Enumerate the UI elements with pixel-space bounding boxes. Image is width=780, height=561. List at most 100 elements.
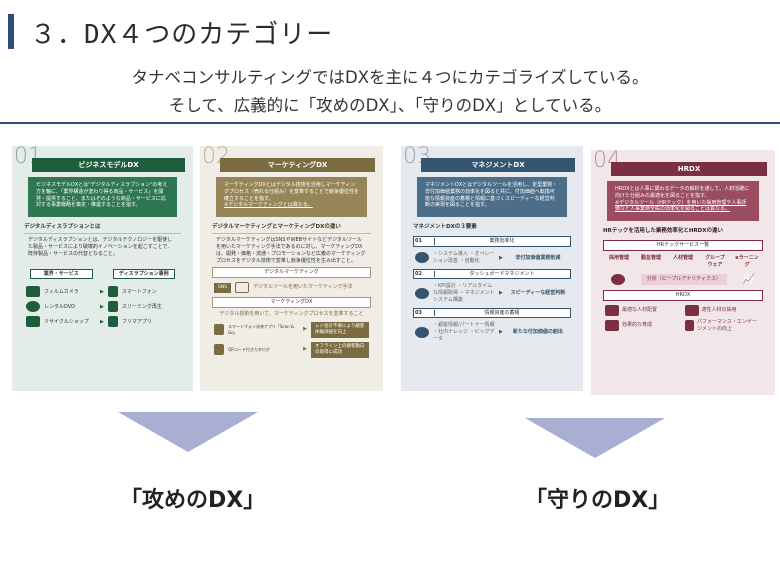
result-icon bbox=[605, 304, 619, 316]
monitor-icon bbox=[235, 282, 250, 294]
card-title: HRDX bbox=[611, 162, 767, 176]
example-label: QRコード付きカタログ bbox=[228, 347, 270, 353]
element-title: 情報資産の蓄積 bbox=[484, 309, 520, 316]
section-heading: デジタルマーケティングとマーケティングDXの違い bbox=[212, 224, 371, 235]
element-result: スピーディーな経営判断 bbox=[510, 290, 566, 297]
element-icon bbox=[415, 327, 429, 339]
arrow-icon: ▶ bbox=[499, 254, 503, 261]
video-play-icon bbox=[107, 301, 118, 313]
element-number: 01 bbox=[415, 238, 435, 246]
smartphone-icon bbox=[107, 286, 118, 298]
section-text: デジタルマーケティングはSNSやWEBサイトなどデジタルツールを用いたマーケティ… bbox=[216, 237, 366, 264]
element-list: ・システム導入 ・オペレーション改善 ・自動化 bbox=[433, 251, 495, 264]
column-header: 業界・サービス bbox=[30, 268, 93, 280]
arrow-icon: ▶ bbox=[499, 290, 503, 297]
card-title: ビジネスモデルDX bbox=[32, 158, 185, 172]
subtitle-line-1: タナベコンサルティングではDXを主に４つにカテゴライズしている。 bbox=[131, 68, 649, 87]
chart-icon: 📈 bbox=[742, 273, 756, 285]
result-icon bbox=[605, 320, 619, 332]
disruption-label: スリーミング再生 bbox=[121, 303, 162, 310]
title-accent-bar bbox=[8, 14, 14, 49]
card-number: 02 bbox=[202, 144, 230, 169]
card-business-model-dx: 01 ビジネスモデルDX ビジネスモデルDXとは"デジタルディスラプション"の考… bbox=[12, 146, 193, 391]
industry-label: フィルムカメラ bbox=[44, 288, 79, 295]
description-note: ※デジタルツール（HRテック）を用いた採用管理や人事評価など人事業務全般の効率化… bbox=[615, 199, 747, 213]
element-icon bbox=[415, 252, 429, 264]
element-row: ・顧客情報/パートナー情報 ・社内ナレッジ ・ビッグデータ ▶ 新たな付加価値の創出 bbox=[415, 322, 569, 342]
section-heading: マネジメントDXの３要素 bbox=[413, 224, 477, 230]
disruption-row: リサイクルショップ▶フリマアプリ bbox=[26, 316, 179, 328]
analysis-label: 分析（ピープルアナリティクス） bbox=[640, 274, 727, 285]
sns-icon: SNS bbox=[214, 282, 232, 293]
example-row: スマートフォン決済アプリ「Scan & Go」 ▶ レジ会計不要により顧客体験価値を… bbox=[214, 321, 369, 338]
disruption-row: レンタルDVD ▶ スリーミング再生 bbox=[26, 301, 179, 313]
element-title: ダッシュボードマネジメント bbox=[469, 270, 535, 277]
example-result: レジ会計不要により顧客体験価値を向上 bbox=[311, 321, 369, 338]
element-result: 非付加価値業務削減 bbox=[515, 254, 561, 261]
section-heading: デジタルディスラプションとは bbox=[24, 224, 181, 235]
description-text: HRDXとは人事に関わるデータの解析を通して、人材活躍に向けた仕組みの最適化を図… bbox=[615, 186, 750, 199]
brain-icon bbox=[610, 273, 625, 285]
qr-code-icon bbox=[214, 344, 224, 356]
card-number: 04 bbox=[593, 148, 621, 173]
element-title: 業務効率化 bbox=[489, 238, 515, 245]
hr-service: 勤怠管理 bbox=[640, 255, 661, 262]
card-marketing-dx: 02 マーケティングDX マーケティングDXとはデジタル技術を活用しマーケティン… bbox=[200, 146, 383, 391]
down-arrow-defense bbox=[525, 418, 665, 458]
column-header: ディスラプション事例 bbox=[112, 268, 175, 280]
hr-service: 採用管理 bbox=[608, 255, 629, 262]
card-title: マーケティングDX bbox=[220, 158, 375, 172]
example-row: QRコード付きカタログ ▶ オフライン上の顧客動向の取得に成功 bbox=[214, 341, 369, 358]
element-number: 03 bbox=[415, 309, 435, 317]
industry-label: リサイクルショップ bbox=[44, 318, 89, 325]
arrow-icon: ▶ bbox=[100, 303, 104, 310]
box-hrdx: HRDX bbox=[603, 290, 763, 301]
example-label: スマートフォン決済アプリ「Scan & Go」 bbox=[228, 324, 294, 335]
example-result: オフライン上の顧客動向の取得に成功 bbox=[311, 341, 369, 358]
recycle-icon bbox=[26, 316, 40, 328]
disruption-label: フリマアプリ bbox=[121, 318, 152, 325]
element-header: 01 業務効率化 bbox=[413, 236, 571, 248]
card-description: マネジメントDXとはデジタルツールを活用し、定型業務・非付加価値業務の効率化を図… bbox=[417, 177, 567, 217]
page-title: ３．DX４つのカテゴリー bbox=[30, 20, 334, 50]
disruption-label: スマートフォン bbox=[121, 288, 157, 295]
hrdx-result: 最適な人材配置 bbox=[605, 304, 682, 316]
result-label: パフォーマンス・エンゲージメントの向上 bbox=[696, 318, 757, 332]
section-heading: HRテックを活用した業務効率化とHRDXの違い bbox=[603, 228, 723, 234]
element-header: 02 ダッシュボードマネジメント bbox=[413, 268, 571, 280]
result-icon bbox=[684, 320, 694, 332]
element-row: ・システム導入 ・オペレーション改善 ・自動化 ▶ 非付加価値業務削減 bbox=[415, 251, 569, 265]
arrow-icon: ▶ bbox=[303, 326, 307, 333]
element-number: 02 bbox=[415, 270, 435, 278]
element-result: 新たな付加価値の創出 bbox=[512, 329, 563, 336]
analysis-row: 分析（ピープルアナリティクス） 📈 bbox=[605, 273, 761, 287]
hrdx-result: 効果的な育成 bbox=[605, 319, 682, 333]
industry-label: レンタルDVD bbox=[44, 303, 76, 310]
card-description: HRDXとは人事に関わるデータの解析を通して、人材活躍に向けた仕組みの最適化を図… bbox=[607, 181, 759, 221]
box-hr-tech: HRテックサービス一覧 bbox=[603, 240, 763, 252]
arrow-icon: ▶ bbox=[499, 329, 503, 336]
subtitle-line-2: そして、広義的に「攻めのDX」、「守りのDX」としている。 bbox=[168, 96, 612, 115]
card-number: 01 bbox=[14, 144, 42, 169]
result-label: 適性人材の採用 bbox=[701, 307, 737, 314]
hrdx-result: パフォーマンス・エンゲージメントの向上 bbox=[684, 318, 762, 333]
card-hr-dx: 04 HRDX HRDXとは人事に関わるデータの解析を通して、人材活躍に向けた仕… bbox=[591, 150, 775, 395]
result-label: 効果的な育成 bbox=[622, 322, 653, 329]
result-label: 最適な人材配置 bbox=[622, 307, 658, 314]
description-note: ※デジタルマーケティングとは異なる。 bbox=[224, 202, 313, 209]
defense-dx-label: 「守りのDX」 bbox=[525, 488, 671, 513]
dvd-icon bbox=[26, 301, 40, 313]
card-number: 03 bbox=[403, 144, 431, 169]
disruption-row: フィルムカメラ▶スマートフォン bbox=[26, 286, 179, 298]
box-digital-marketing: デジタルマーケティング bbox=[212, 267, 371, 279]
arrow-icon: ▶ bbox=[303, 346, 307, 353]
digital-marketing-row: SNS デジタルツールを用いたマーケティング手法 bbox=[214, 282, 369, 294]
offense-dx-label: 「攻めのDX」 bbox=[120, 488, 266, 513]
box-description: デジタルツールを用いたマーケティング手法 bbox=[253, 284, 353, 291]
element-header: 03 情報資産の蓄積 bbox=[413, 307, 571, 319]
element-list: ・顧客情報/パートナー情報 ・社内ナレッジ ・ビッグデータ bbox=[433, 322, 495, 342]
hrdx-result: 適性人材の採用 bbox=[684, 304, 762, 316]
box-marketing-dx: マーケティングDX bbox=[212, 297, 371, 308]
camera-icon bbox=[26, 286, 40, 298]
smartphone-cart-icon bbox=[214, 324, 224, 336]
